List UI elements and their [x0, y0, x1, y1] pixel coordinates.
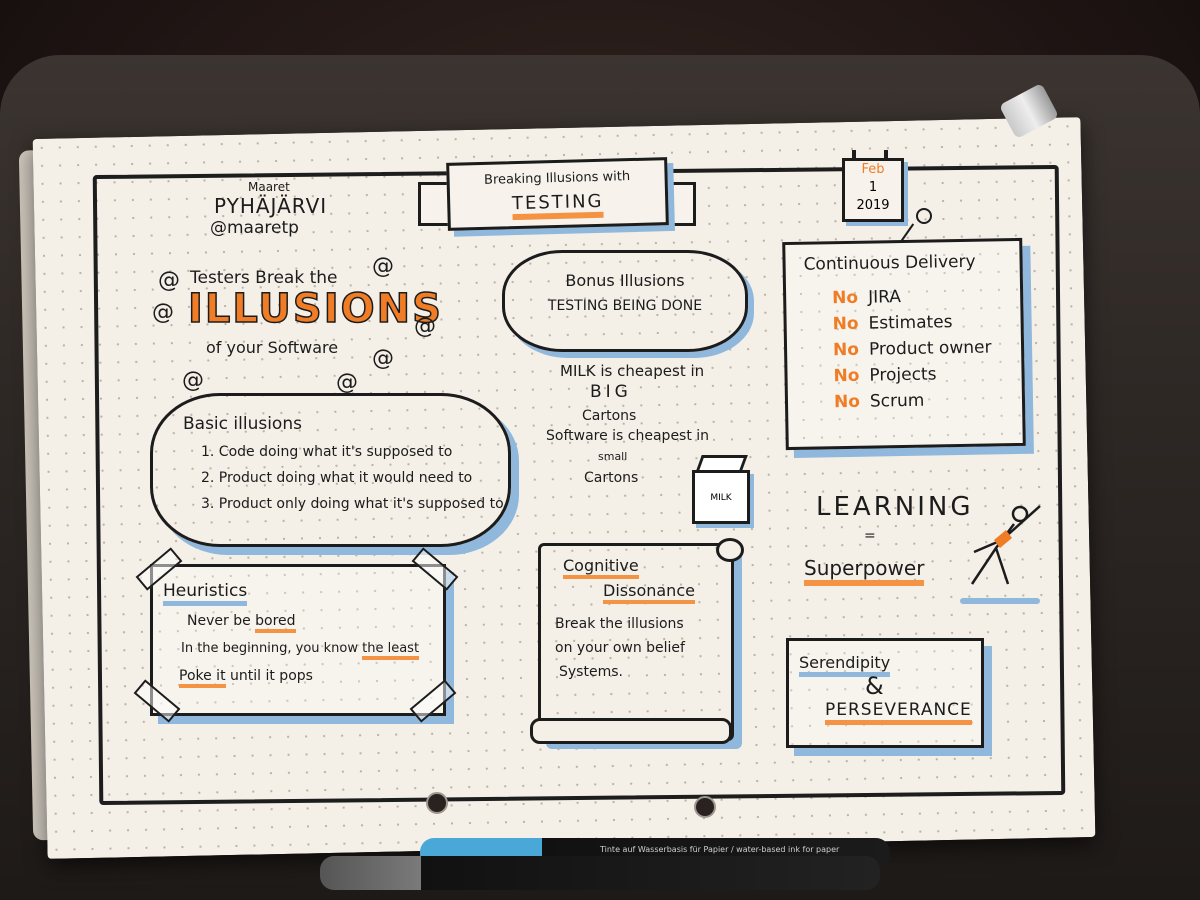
cognitive-word: Cognitive: [563, 556, 639, 579]
heuristics-line1-pre: Never be: [187, 613, 255, 629]
heuristics-title-text: Heuristics: [163, 581, 247, 606]
headline-pre: Testers Break the: [190, 268, 338, 288]
ground-line: [960, 598, 1040, 604]
serendipity-line2: PERSEVERANCE: [825, 700, 981, 720]
cd-list-item: No Estimates: [832, 311, 1020, 334]
banner-line1: Breaking Illusions with: [449, 168, 664, 189]
cognitive-title2: Dissonance: [603, 581, 731, 600]
milk-carton-icon: MILK: [692, 470, 750, 524]
milk-line3: Cartons: [582, 408, 636, 424]
spiral-icon: @: [372, 254, 394, 279]
spiral-icon: @: [414, 314, 436, 339]
heuristics-title: Heuristics: [163, 581, 443, 601]
author-first-name: Maaret: [248, 180, 290, 194]
cd-item-text: Projects: [869, 364, 936, 385]
serendipity-box: Serendipity & PERSEVERANCE: [786, 638, 984, 748]
author-handle: @maaretp: [210, 218, 299, 238]
cd-no-prefix: No: [832, 314, 858, 334]
cd-item-text: JIRA: [868, 287, 901, 308]
heuristics-bored: bored: [255, 613, 295, 633]
spiral-icon: @: [372, 346, 394, 371]
banner-line2: TESTING: [450, 189, 665, 216]
calendar-year: 2019: [845, 197, 901, 215]
headline-main: ILLUSIONS: [188, 286, 443, 332]
calendar-month: Feb: [845, 161, 901, 179]
cd-item-text: Scrum: [870, 391, 925, 412]
scroll-curl-top: [716, 538, 744, 562]
heuristics-line1: Never be bored: [187, 613, 443, 629]
serendipity-line1: Serendipity: [799, 653, 981, 672]
milk-line6: Cartons: [584, 470, 638, 486]
superpower-word: Superpower: [804, 556, 924, 586]
heuristics-the-least: the least: [362, 641, 419, 660]
cognitive-line3: Systems.: [559, 664, 731, 680]
gray-pen: [320, 856, 880, 890]
dissonance-word: Dissonance: [603, 581, 695, 604]
spiral-icon: @: [336, 370, 358, 395]
punch-hole-right: [694, 796, 716, 818]
basic-list-item: 1. Code doing what it's supposed to: [201, 444, 508, 460]
cd-list-item: No JIRA: [832, 285, 1020, 308]
learning-equals: =: [864, 528, 876, 544]
heuristics-poke-it: Poke it: [179, 668, 226, 688]
heuristics-line3-post: until it pops: [226, 668, 313, 684]
basic-list: 1. Code doing what it's supposed to 2. Pr…: [201, 444, 508, 512]
learning-word: LEARNING: [816, 492, 973, 522]
heuristics-line3: Poke it until it pops: [179, 668, 443, 684]
heuristics-line2: In the beginning, you know the least: [181, 641, 443, 656]
cd-no-prefix: No: [834, 392, 860, 412]
milk-carton-label: MILK: [710, 493, 731, 503]
continuous-delivery-box: Continuous Delivery NoJIRANoEstimatesNoP…: [782, 238, 1026, 450]
cd-no-prefix: No: [832, 288, 858, 308]
basic-title: Basic illusions: [183, 414, 508, 434]
cd-no-prefix: No: [833, 340, 859, 360]
author-last-name: PYHÄJÄRVI: [214, 194, 327, 218]
milk-line1: MILK is cheapest in: [560, 362, 704, 380]
cd-list: NoJIRANoEstimatesNoProduct ownerNoProjec…: [832, 285, 1022, 412]
basic-list-item: 2. Product doing what it would need to: [201, 470, 508, 486]
headline-post: of your Software: [206, 338, 338, 357]
milk-line2: BIG: [590, 382, 632, 402]
calendar-day: 1: [845, 179, 901, 197]
spiral-icon: @: [152, 300, 174, 325]
cd-title: Continuous Delivery: [803, 251, 1019, 275]
basic-list-item: 3. Product only doing what it's supposed…: [201, 496, 508, 512]
cd-list-item: No Product owner: [833, 337, 1021, 360]
spiral-icon: @: [158, 268, 180, 293]
cd-list-item: No Scrum: [834, 389, 1022, 412]
cd-no-prefix: No: [833, 366, 859, 386]
cognitive-dissonance-scroll: Cognitive Dissonance Break the illusions…: [538, 543, 734, 741]
punch-hole-left: [426, 792, 448, 814]
scroll-curl-bottom: [530, 718, 732, 744]
heuristics-box: Heuristics Never be bored In the beginni…: [150, 564, 446, 716]
bonus-line1: Bonus Illusions: [505, 271, 745, 290]
pin-icon: [916, 208, 932, 224]
perseverance-word: PERSEVERANCE: [825, 700, 972, 725]
bonus-line2: TESTING BEING DONE: [505, 298, 745, 314]
title-banner: Breaking Illusions with TESTING: [446, 157, 669, 231]
basic-illusions-bubble: Basic illusions 1. Code doing what it's …: [150, 393, 511, 547]
serendipity-amp: &: [865, 672, 981, 700]
cognitive-line2: on your own belief: [555, 640, 731, 656]
cd-list-item: No Projects: [833, 363, 1021, 386]
learning-superpower: Superpower: [804, 556, 924, 580]
flying-person-icon: [962, 500, 1054, 592]
milk-line5: small: [598, 450, 627, 463]
cognitive-line1: Break the illusions: [555, 616, 731, 632]
cd-item-text: Estimates: [868, 312, 952, 333]
heuristics-line2-pre: In the beginning, you know: [181, 641, 362, 656]
bonus-illusions-cloud: Bonus Illusions TESTING BEING DONE: [502, 250, 748, 352]
cognitive-title1: Cognitive: [563, 556, 731, 575]
milk-line4: Software is cheapest in: [546, 428, 709, 444]
banner-testing-word: TESTING: [512, 191, 604, 220]
cd-item-text: Product owner: [869, 337, 992, 359]
spiral-icon: @: [182, 368, 204, 393]
pen-label: Tinte auf Wasserbasis für Papier / water…: [600, 845, 839, 854]
date-calendar: Feb 1 2019: [842, 158, 904, 222]
